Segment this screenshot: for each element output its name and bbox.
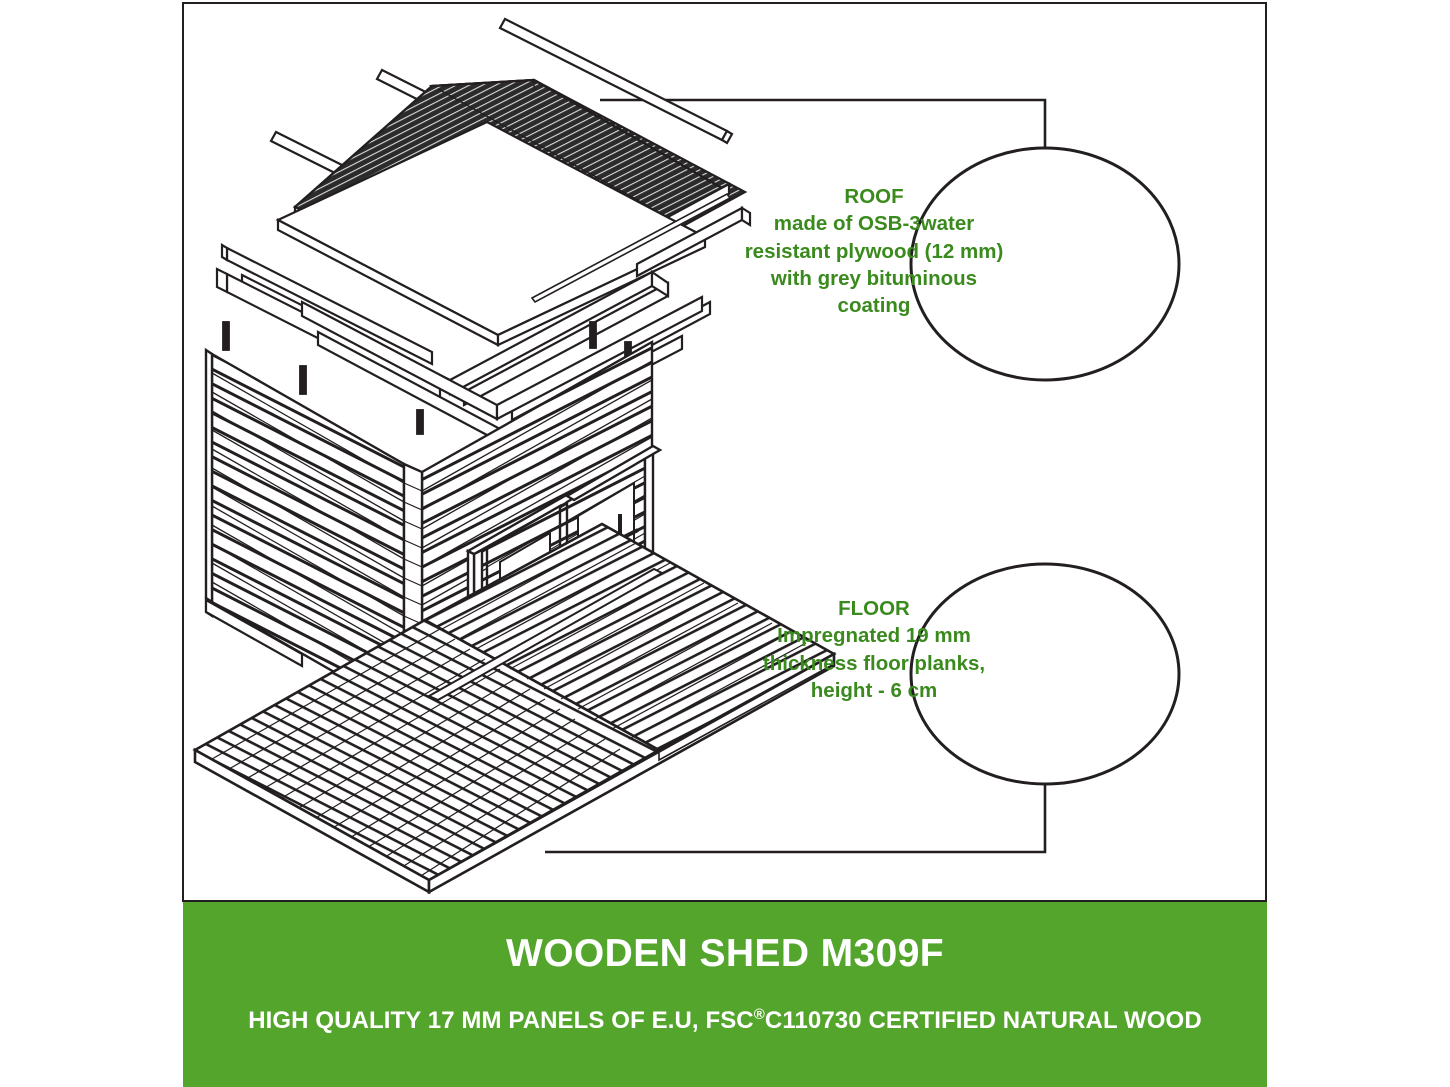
product-title: WOODEN SHED M309F [505,932,945,975]
callout-ellipse-floor [909,562,1181,786]
callout-roof-line-1: made of OSB-3water [773,212,975,236]
callout-ellipse-roof [909,146,1181,382]
callout-roof-line-2: resistant plywood (12 mm) [744,239,1004,263]
floor-edge-rail [426,567,665,702]
callout-floor-line-3: height - 6 cm [810,678,938,702]
product-subtitle: HIGH QUALITY 17 MM PANELS OF E.U, FSC®C1… [248,1006,1202,1034]
leader-line-roof [600,98,1047,147]
shed-exploded-diagram [192,17,1181,895]
leader-line-floor [545,782,1047,854]
registered-trademark-icon: ® [753,1006,765,1023]
roof-batten-top [498,17,734,145]
subtitle-text-before: HIGH QUALITY 17 MM PANELS OF E.U, FSC [248,1007,754,1034]
floor-platform [192,522,837,895]
callout-floor-line-1: Impregnated 19 mm [777,624,971,648]
product-banner: WOODEN SHED M309F HIGH QUALITY 17 MM PAN… [183,902,1267,1087]
callout-roof-line-3: with grey bituminous [770,266,978,290]
callout-roof: ROOF made of OSB-3water resistant plywoo… [739,183,1009,319]
callout-floor: FLOOR Impregnated 19 mm thickness floor … [739,595,1009,704]
callout-roof-heading: ROOF [844,185,904,208]
callout-floor-heading: FLOOR [838,597,910,620]
subtitle-text-after: C110730 CERTIFIED NATURAL WOOD [764,1007,1202,1034]
callout-roof-line-4: coating [837,294,911,317]
callout-floor-line-2: thickness floor planks, [762,651,986,675]
